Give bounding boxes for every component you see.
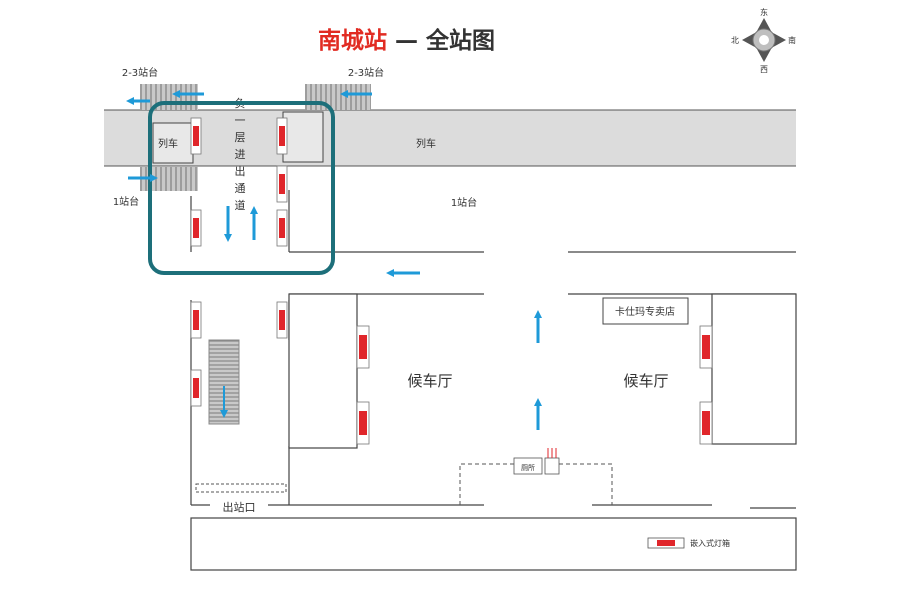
highlight-zone <box>148 101 335 275</box>
lightbox <box>356 325 370 369</box>
passage-char-7: 道 <box>235 198 246 212</box>
lightbox <box>356 401 370 445</box>
waiting-hall-right-block <box>711 293 797 445</box>
service-label: 厕所 <box>521 463 535 472</box>
passage-char-2: 一 <box>235 114 246 127</box>
legend-label: 嵌入式灯箱 <box>690 538 730 548</box>
waiting-hall-left-label: 候车厅 <box>407 372 452 390</box>
lightbox <box>190 117 202 155</box>
legend: 嵌入式灯箱 <box>647 537 730 549</box>
page-title: 南城站 — 全站图 <box>318 27 495 54</box>
passage-label: 负 一 层 进 出 通 道 <box>235 96 246 212</box>
direction-arrows <box>126 90 542 430</box>
kiosk-icon <box>544 457 560 475</box>
platform-23-right: 2-3站台 <box>348 66 384 79</box>
lightbox <box>699 401 713 445</box>
shop-label: 卡仕玛专卖店 <box>615 305 675 318</box>
lightbox <box>276 209 288 247</box>
shop-box <box>602 297 689 325</box>
title-station: 南城站 <box>318 27 387 54</box>
lightbox <box>190 301 202 339</box>
exit-label-bg <box>210 499 268 513</box>
exit-label: 出站口 <box>223 500 256 514</box>
train-left-box <box>152 122 194 164</box>
escalator-top-right <box>305 84 371 110</box>
title-rest: 全站图 <box>425 27 495 54</box>
lightbox <box>276 117 288 155</box>
lightbox <box>190 369 202 407</box>
compass-east: 南 <box>788 35 796 45</box>
service-point: 厕所 <box>459 448 613 505</box>
platform-1-left: 1站台 <box>113 195 139 208</box>
lightbox <box>276 301 288 339</box>
train-right-box <box>282 111 324 163</box>
passage-char-3: 层 <box>235 131 246 144</box>
escalator-top-left <box>140 84 198 110</box>
waiting-hall-right-label: 候车厅 <box>623 372 668 390</box>
exit-gates <box>195 483 287 493</box>
track-band <box>104 110 796 166</box>
lightboxes <box>190 117 713 445</box>
bottom-strip <box>190 517 797 571</box>
lightbox <box>699 325 713 369</box>
train-left-label: 列车 <box>158 137 178 150</box>
lightbox <box>276 165 288 203</box>
lightbox <box>190 209 202 247</box>
passage-char-6: 通 <box>235 182 246 195</box>
waiting-hall-left-block <box>288 293 358 449</box>
platform-1-center: 1站台 <box>451 196 477 209</box>
compass-west: 北 <box>731 36 739 45</box>
train-main-label: 列车 <box>416 137 436 150</box>
stairs-down <box>208 339 240 425</box>
compass-north: 东 <box>760 7 768 17</box>
passage-char-4: 进 <box>235 148 246 161</box>
title-dash: — <box>387 28 426 54</box>
compass-icon: 东 南 西 北 <box>731 7 796 74</box>
compass-south: 西 <box>760 65 768 74</box>
platform-23-left: 2-3站台 <box>122 66 158 79</box>
passage-char-5: 出 <box>235 164 246 178</box>
